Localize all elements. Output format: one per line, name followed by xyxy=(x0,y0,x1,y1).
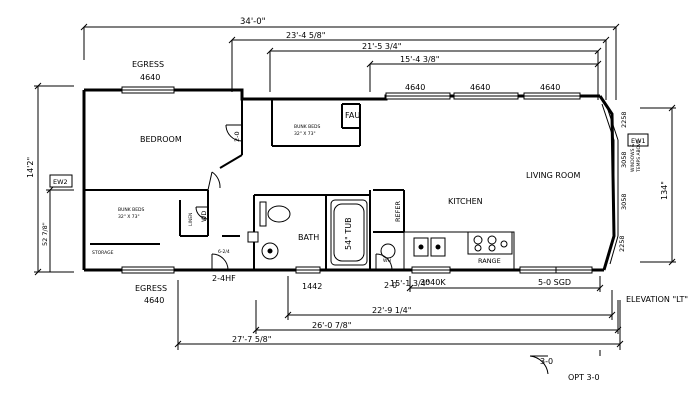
room-bedroom: BEDROOM xyxy=(140,135,182,144)
window-label-1: 4640 xyxy=(405,83,425,92)
opt-label: OPT 3-0 xyxy=(568,373,600,382)
bay-label-1: 2258 xyxy=(620,111,628,128)
window-top-label: 4640 xyxy=(140,73,160,82)
ew1-note-2: TEMPS ABOVE xyxy=(636,140,642,173)
dim-width: 14'2" xyxy=(26,157,35,178)
wh-label: WH xyxy=(383,258,391,264)
interior-walls xyxy=(84,99,405,270)
bay-window xyxy=(601,103,619,265)
dim-d3: 15'-4 3/8" xyxy=(400,55,439,64)
doors xyxy=(195,124,549,375)
dim-left-sub: 52 7/8" xyxy=(41,222,49,246)
linen-label: LINEN xyxy=(188,213,194,226)
egress-top-label: EGRESS xyxy=(132,60,164,69)
door-front-label: 2-4HF xyxy=(212,274,236,283)
window-bottom-label: 4640 xyxy=(144,296,164,305)
dim-d1: 23'-4 5/8" xyxy=(286,31,325,40)
bunk-left-label: BUNK BEDS xyxy=(118,207,145,213)
dim-b4: 27'-7 5/8" xyxy=(232,335,271,344)
bay-label-2: 3058 xyxy=(620,151,628,168)
door-20-label: 2-0 xyxy=(384,281,397,290)
dim-b1: 15'-1 3/4" xyxy=(390,279,429,288)
range-label: RANGE xyxy=(478,257,501,265)
dimension-lines xyxy=(34,26,676,356)
storage-label: STORAGE xyxy=(92,250,114,256)
dim-b3: 26'-0 7/8" xyxy=(312,321,351,330)
ew1-note-1: WINDOWS & xyxy=(630,143,636,172)
closet-door-label: 2-0 xyxy=(233,131,241,142)
bay-label-4: 2258 xyxy=(618,235,626,252)
ew-boxes xyxy=(49,133,649,243)
bunk-top-size: 32" X 73" xyxy=(294,131,316,137)
egress-bottom-label: EGRESS xyxy=(135,284,167,293)
elevation-label: ELEVATION "LT" xyxy=(626,295,688,304)
ew1-label: EW1 xyxy=(631,137,646,145)
opt-door-label: 3-0 xyxy=(540,357,553,366)
dim-right: 134" xyxy=(660,181,669,200)
window-3040k-label: 3040K xyxy=(420,278,446,287)
fau-label: FAU xyxy=(345,111,360,120)
window-1442-label: 1442 xyxy=(302,282,322,291)
window-label-3: 4640 xyxy=(540,83,560,92)
room-kitchen: KITCHEN xyxy=(448,197,483,206)
fixtures xyxy=(259,199,515,271)
wd-label: WD xyxy=(200,211,208,222)
small-note: 6-2/4 xyxy=(218,249,230,255)
room-bath: BATH xyxy=(298,233,319,242)
bay-label-3: 3058 xyxy=(620,193,628,210)
refer-label: REFER xyxy=(394,201,402,222)
tub-label: 54" TUB xyxy=(344,217,353,250)
dim-b2: 22'-9 1/4" xyxy=(372,306,411,315)
dim-d2: 21'-5 3/4" xyxy=(362,42,401,51)
bunk-left-size: 32" X 73" xyxy=(118,214,140,220)
dimension-ticks xyxy=(34,23,676,348)
bunk-top-label: BUNK BEDS xyxy=(294,124,321,130)
window-label-2: 4640 xyxy=(470,83,490,92)
room-living: LIVING ROOM xyxy=(526,171,581,180)
ew2-label: EW2 xyxy=(53,178,68,186)
sgd-label: 5-0 SGD xyxy=(538,278,571,287)
dim-overall: 34'-0" xyxy=(240,17,266,27)
